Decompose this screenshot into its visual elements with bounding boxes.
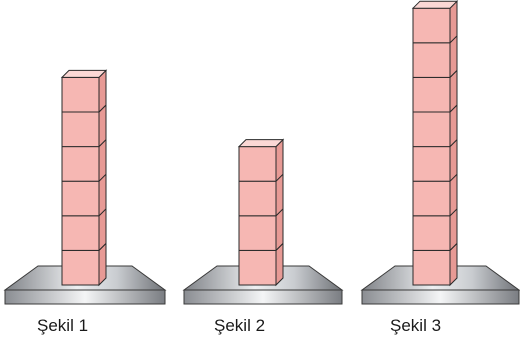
caption-sekil-2: Şekil 2	[214, 316, 266, 335]
figure-group-1	[3, 69, 167, 305]
cube-3-7	[412, 42, 451, 78]
base-plate-front-1	[4, 289, 166, 305]
cube-3-5	[412, 111, 451, 148]
cube-top-face-1	[60, 69, 108, 78]
cube-2-3	[238, 180, 277, 217]
cube-3-6	[412, 76, 451, 113]
cube-1-4	[61, 146, 100, 182]
cube-1-1	[61, 249, 100, 286]
figure-group-2	[182, 138, 344, 305]
cube-3-3	[412, 180, 451, 217]
caption-sekil-1: Şekil 1	[37, 316, 89, 335]
base-plate-front-2	[183, 289, 343, 305]
figure-group-3	[360, 0, 520, 305]
cube-2-1	[238, 249, 277, 286]
base-plate-front-3	[361, 289, 520, 305]
cube-2-2	[238, 215, 277, 251]
cube-3-8	[412, 7, 451, 44]
caption-sekil-3: Şekil 3	[390, 316, 442, 335]
cube-3-2	[412, 215, 451, 251]
cube-3-1	[412, 249, 451, 286]
cube-top-face-2	[237, 139, 285, 148]
cube-3-4	[412, 146, 451, 182]
cube-1-2	[61, 215, 100, 251]
cube-1-6	[61, 76, 100, 113]
cube-2-4	[238, 146, 277, 182]
cube-top-face-3	[411, 0, 459, 9]
cube-1-5	[61, 111, 100, 148]
cube-1-3	[61, 180, 100, 217]
